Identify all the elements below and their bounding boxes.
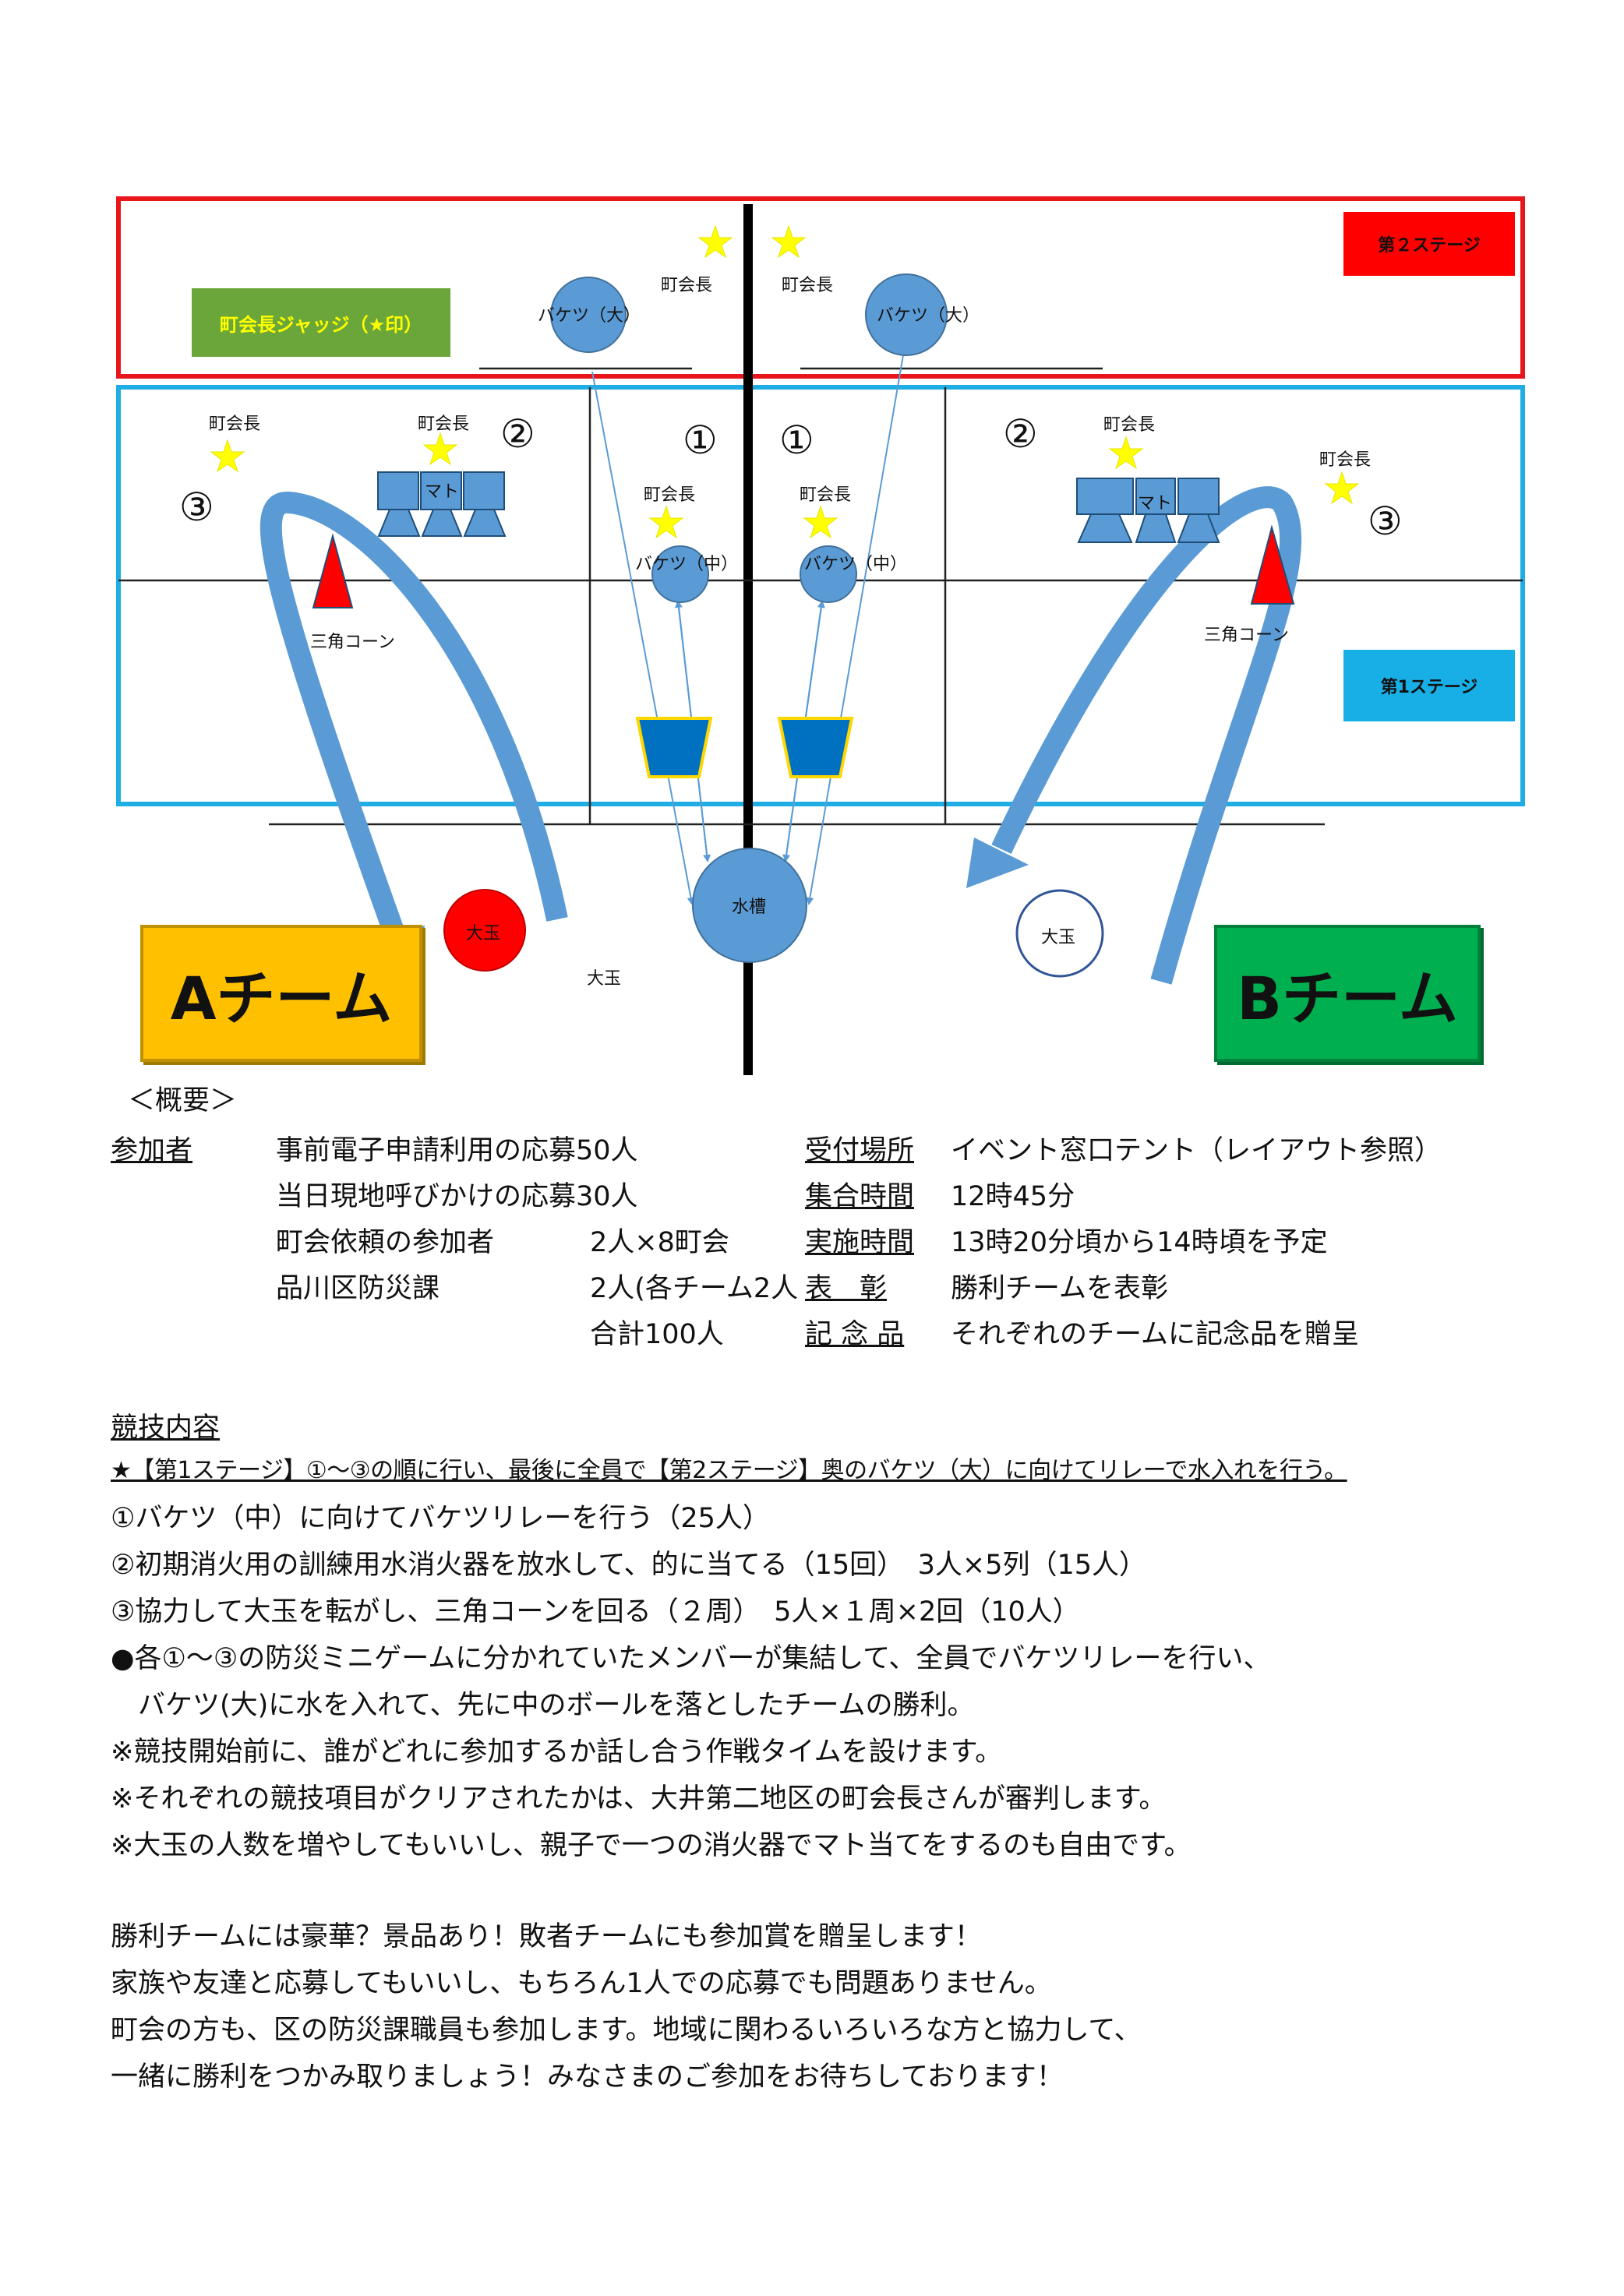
competition-heading: 競技内容	[111, 1413, 221, 1444]
team-a-box: Aチーム	[140, 925, 422, 1062]
cone-right	[1250, 524, 1295, 605]
competition-line: ③協力して大玉を転がし、三角コーンを回る（２周） 5人×１周×2回（10人）	[111, 1596, 1080, 1628]
chairman-label: 町会長	[800, 485, 852, 505]
participant-name: 品川区防災課	[276, 1273, 440, 1304]
target-group-left	[377, 471, 507, 537]
star-icon	[210, 439, 245, 473]
target-group-right	[1076, 478, 1220, 543]
judge-stars	[210, 224, 1360, 539]
cone-label: 三角コーン	[310, 633, 395, 652]
pail-left	[635, 717, 713, 778]
info-value: 13時20分頃から14時頃を予定	[951, 1227, 1328, 1258]
water-tank-label: 水槽	[732, 898, 767, 917]
stage2-area	[116, 196, 1525, 379]
water-tank	[692, 848, 807, 963]
competition-line: バケツ(大)に水を入れて、先に中のボールを落としたチームの勝利。	[111, 1690, 975, 1721]
participant-count: 2人(各チーム2人	[590, 1273, 799, 1304]
overview-heading: ＜概要＞	[128, 1085, 238, 1116]
team-a-curve-arrow	[259, 492, 568, 935]
chairman-label: 町会長	[1319, 450, 1372, 470]
bucket-large-label: バケツ（大）	[538, 306, 641, 326]
game-number-3: ③	[1368, 499, 1403, 544]
info-value: 12時45分	[951, 1181, 1075, 1212]
info-label: 表 彰	[805, 1273, 888, 1304]
info-label: 受付場所	[805, 1135, 915, 1166]
chairman-label: 町会長	[418, 414, 470, 434]
judge-legend: 町会長ジャッジ（★印）	[192, 288, 450, 357]
stage2-label: 第２ステージ	[1343, 212, 1515, 276]
bucket-medium-label: バケツ（中）	[804, 555, 908, 574]
big-ball-label: 大玉	[1041, 928, 1076, 947]
closing-line: 一緒に勝利をつかみ取りましょう！みなさまのご参加をお待ちしております！	[111, 2061, 1064, 2093]
star-icon	[803, 505, 838, 539]
game-number-3: ③	[179, 485, 214, 530]
participant-name: 事前電子申請利用の応募50人	[276, 1135, 638, 1166]
competition-line: ①バケツ（中）に向けてバケツリレーを行う（25人）	[111, 1503, 770, 1534]
bucket-medium-right	[800, 545, 857, 603]
info-value: イベント窓口テント（レイアウト参照）	[951, 1135, 1442, 1166]
closing-line: 勝利チームには豪華？景品あり！敗者チームにも参加賞を贈呈します！	[111, 1921, 982, 1952]
star-icon	[697, 224, 733, 259]
team-b-curve-arrow	[991, 486, 1302, 985]
game-number-1: ①	[779, 418, 814, 463]
competition-line: ②初期消火用の訓練用水消火器を放水して、的に当てる（15回） 3人×5列（15人…	[111, 1550, 1147, 1581]
info-label: 記 念 品	[805, 1319, 905, 1350]
participant-name: 当日現地呼びかけの応募30人	[276, 1181, 638, 1212]
game-number-1: ①	[683, 418, 718, 463]
closing-line: 家族や友達と応募してもいいし、もちろん1人での応募でも問題ありません。	[111, 1968, 1052, 1999]
competition-summary: ★【第1ステージ】①～③の順に行い、最後に全員で【第2ステージ】奥のバケツ（大）…	[111, 1457, 1347, 1484]
star-icon	[771, 224, 807, 259]
info-label: 集合時間	[805, 1181, 915, 1212]
bucket-large-label: バケツ（大）	[877, 306, 980, 326]
target-label: マト	[425, 482, 460, 502]
stage1-label: 第1ステージ	[1343, 650, 1515, 721]
big-ball-label: 大玉	[466, 924, 501, 943]
target-label: マト	[1138, 494, 1173, 513]
big-ball-label: 大玉	[587, 969, 622, 989]
chairman-label: 町会長	[209, 414, 261, 434]
bucket-medium-label: バケツ（中）	[635, 555, 739, 574]
participants-label: 参加者	[111, 1135, 193, 1166]
layout-diagram	[116, 196, 1525, 1075]
closing-line: 町会の方も、区の防災課職員も参加します。地域に関わるいろいろな方と協力して、	[111, 2015, 1142, 2046]
cone-left	[312, 533, 354, 608]
chairman-label: 町会長	[782, 276, 834, 295]
game-number-2: ②	[1003, 411, 1038, 457]
chairman-label: 町会長	[661, 276, 713, 295]
participant-count: 2人×8町会	[590, 1227, 729, 1258]
bucket-large-right	[865, 273, 948, 356]
team-b-arrowhead	[966, 838, 1029, 888]
info-value: それぞれのチームに記念品を贈呈	[951, 1319, 1359, 1350]
participant-total: 合計100人	[590, 1319, 724, 1350]
game-number-2: ②	[500, 411, 535, 457]
stage1-area	[116, 385, 1525, 806]
star-icon	[1108, 436, 1144, 470]
chairman-label: 町会長	[1103, 415, 1156, 435]
participant-name: 町会依頼の参加者	[276, 1227, 495, 1258]
star-icon	[1324, 471, 1360, 505]
star-icon	[648, 505, 684, 539]
cone-label: 三角コーン	[1204, 626, 1289, 645]
big-ball-white	[1015, 889, 1104, 978]
info-label: 実施時間	[805, 1227, 915, 1258]
bucket-medium-left	[651, 545, 709, 603]
chairman-label: 町会長	[644, 485, 696, 505]
pail-right	[777, 717, 854, 778]
competition-line: ●各①～③の防災ミニゲームに分かれていたメンバーが集結して、全員でバケツリレーを…	[111, 1643, 1271, 1674]
big-ball-red	[443, 889, 526, 972]
team-b-box: Bチーム	[1214, 925, 1481, 1062]
bucket-large-left	[550, 277, 627, 353]
competition-note: ※競技開始前に、誰がどれに参加するか話し合う作戦タイムを設けます。	[111, 1737, 1003, 1768]
star-icon	[422, 432, 458, 466]
competition-note: ※大玉の人数を増やしてもいいし、親子で一つの消火器でマト当てをするのも自由です。	[111, 1830, 1192, 1861]
info-value: 勝利チームを表彰	[951, 1273, 1168, 1304]
competition-note: ※それぞれの競技項目がクリアされたかは、大井第二地区の町会長さんが審判します。	[111, 1783, 1167, 1815]
